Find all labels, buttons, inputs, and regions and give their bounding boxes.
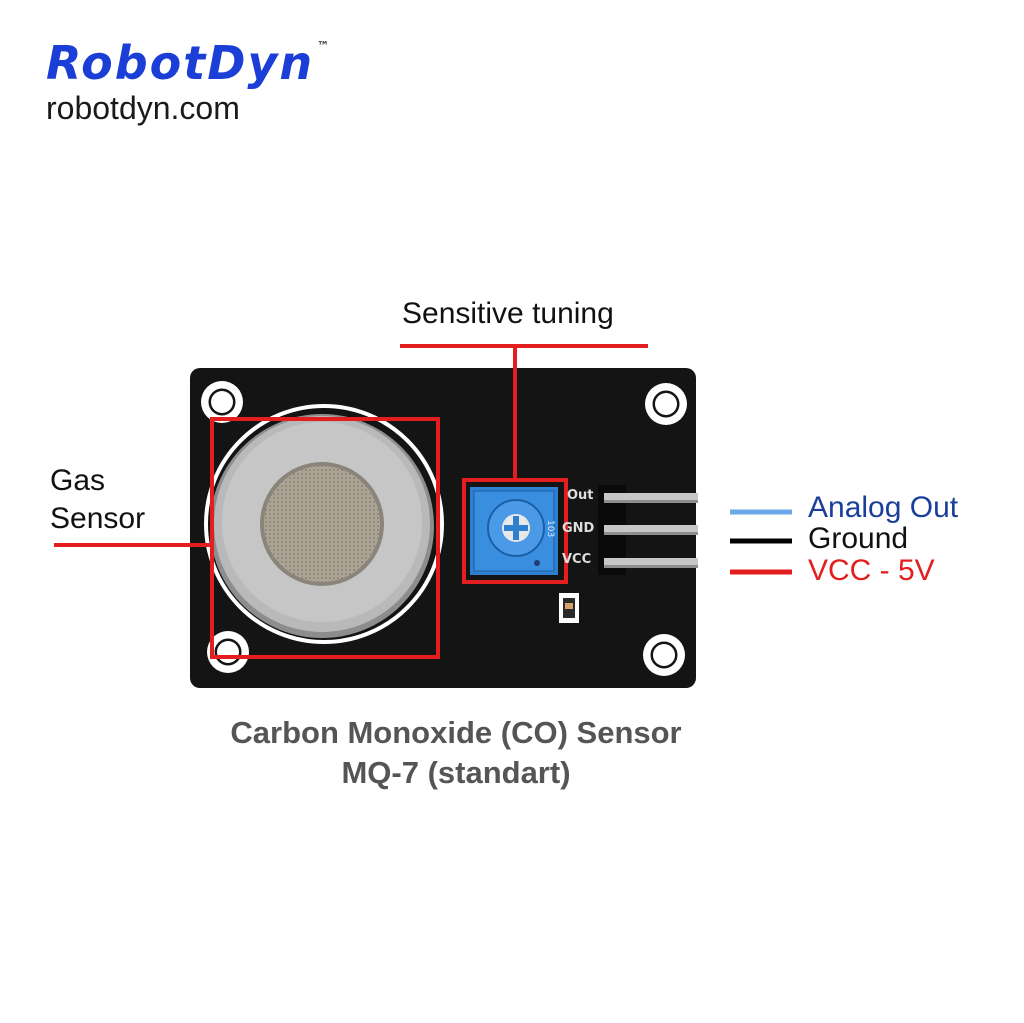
caption-model: MQ-7 (standart) bbox=[341, 755, 571, 790]
caption-title: Carbon Monoxide (CO) Sensor bbox=[230, 715, 682, 750]
mounting-hole bbox=[643, 634, 685, 676]
gas-sensor-label-line2: Sensor bbox=[50, 502, 146, 535]
pin-label-out: Out bbox=[567, 488, 594, 503]
trademark-mark: ™ bbox=[317, 39, 332, 53]
pin-header bbox=[598, 485, 698, 575]
mounting-hole bbox=[645, 383, 687, 425]
potentiometer: 103 bbox=[470, 487, 558, 575]
gas-sensor-label: Gas Sensor bbox=[50, 462, 145, 538]
mounting-hole bbox=[201, 381, 243, 423]
pot-marking: 103 bbox=[545, 520, 555, 537]
tuning-label: Sensitive tuning bbox=[402, 297, 614, 330]
legend-ground: Ground bbox=[808, 522, 909, 555]
mounting-hole bbox=[207, 631, 249, 673]
legend-vcc: VCC - 5V bbox=[808, 554, 935, 587]
gas-sensor-label-line1: Gas bbox=[50, 464, 106, 497]
brand-name: RobotDyn bbox=[46, 36, 315, 90]
gas-sensor-element bbox=[204, 404, 444, 644]
pin-label-vcc: VCC bbox=[562, 552, 592, 567]
pin-label-gnd: GND bbox=[562, 521, 595, 536]
smd-led bbox=[559, 593, 579, 623]
legend-analog-out: Analog Out bbox=[808, 491, 959, 524]
gas-sensor-highlight-box bbox=[210, 417, 440, 659]
website-url: robotdyn.com bbox=[46, 90, 240, 126]
